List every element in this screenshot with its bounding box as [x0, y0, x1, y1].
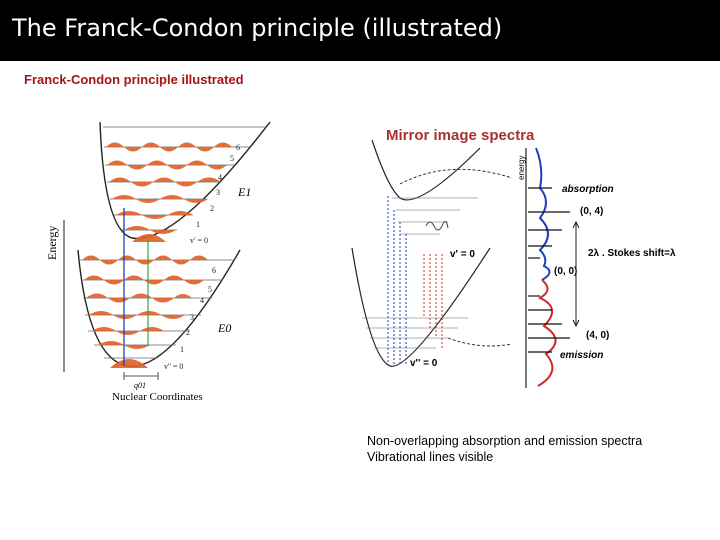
lower-wavefunctions [82, 256, 208, 369]
franck-condon-energy-diagram: 6 5 4 3 2 1 v' = 0 E1 6 5 4 3 2 1 v'' = … [40, 110, 330, 410]
absorption-spectrum [536, 148, 550, 280]
note-non-overlapping: Non-overlapping absorption and emission … [367, 433, 642, 449]
lower-level-6: 6 [212, 266, 216, 275]
lower-level-4: 4 [200, 296, 204, 305]
spectra-title: Mirror image spectra [386, 127, 535, 144]
peak-04-label: (0, 4) [580, 206, 603, 217]
lower-level-5: 5 [208, 285, 212, 294]
ground-potential [352, 248, 490, 366]
lower-v0-label: v'' = 0 [410, 358, 438, 369]
absorption-label: absorption [562, 184, 614, 195]
y-axis-label: Energy [45, 226, 59, 260]
emission-lines [424, 254, 442, 348]
absorption-arrow [400, 169, 512, 184]
absorption-spectral-lines [528, 188, 570, 258]
upper-level-2: 2 [210, 204, 214, 213]
note-vibrational-lines: Vibrational lines visible [367, 449, 642, 465]
upper-v0-label: v' = 0 [450, 249, 475, 260]
absorption-lines [388, 196, 406, 364]
upper-level-1: 1 [196, 220, 200, 229]
upper-level-5: 5 [230, 154, 234, 163]
emission-label: emission [560, 350, 603, 361]
stokes-shift-label: 2λ . Stokes shift=λ [588, 248, 676, 259]
x-axis-label: Nuclear Coordinates [112, 391, 203, 403]
energy-axis-label: energy [517, 156, 526, 180]
lower-level-0: v'' = 0 [164, 362, 183, 371]
title-bar: The Franck-Condon principle (illustrated… [0, 0, 720, 61]
notes: Non-overlapping absorption and emission … [367, 433, 642, 465]
mirror-image-spectra-diagram: Mirror image spectra energy v' = 0 v'' =… [340, 118, 710, 398]
peak-00-label: (0, 0) [554, 266, 577, 277]
upper-state-label: E1 [237, 185, 251, 199]
upper-level-6: 6 [236, 143, 240, 152]
peak-40-label: (4, 0) [586, 330, 609, 341]
slide-subtitle: Franck-Condon principle illustrated [24, 72, 244, 87]
lower-level-1: 1 [180, 345, 184, 354]
lower-level-3: 3 [190, 313, 194, 322]
upper-level-4: 4 [218, 173, 222, 182]
displacement-label: q01 [134, 381, 146, 390]
emission-arrow [448, 338, 512, 346]
lower-level-2: 2 [186, 328, 190, 337]
emission-spectrum [538, 280, 556, 386]
slide-title: The Franck-Condon principle (illustrated… [12, 14, 502, 42]
lower-state-label: E0 [217, 321, 231, 335]
upper-level-0: v' = 0 [190, 236, 208, 245]
upper-level-3: 3 [216, 188, 220, 197]
excited-potential [372, 140, 480, 200]
